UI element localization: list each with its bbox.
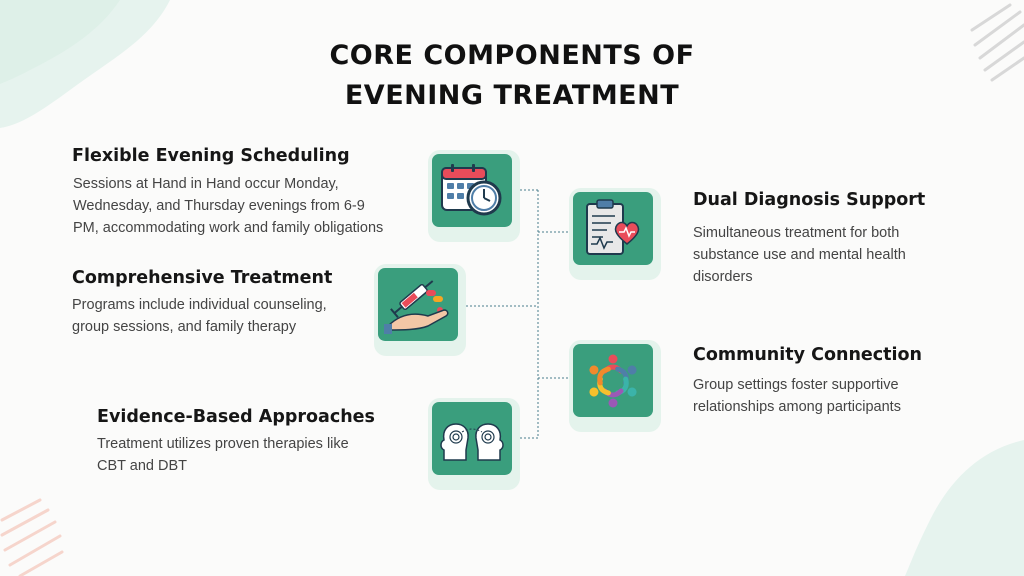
clipboard-heart-icon [586, 199, 640, 255]
page-title: CORE COMPONENTS OF EVENING TREATMENT [0, 36, 1024, 116]
desc-line: disorders [693, 269, 753, 285]
desc-line: Simultaneous treatment for both [693, 225, 900, 241]
desc-line: Sessions at Hand in Hand occur Monday, [73, 176, 339, 192]
title-line-2: EVENING TREATMENT [344, 80, 680, 111]
desc-line: Wednesday, and Thursday evenings from 6-… [73, 198, 365, 214]
desc-community-connection: Group settings foster supportive relatio… [693, 374, 901, 418]
calendar-clock-icon [441, 164, 502, 216]
syringe-pills-hand-icon [384, 280, 449, 334]
tile-heads [432, 402, 512, 475]
community-circle-icon [589, 354, 637, 408]
desc-line: group sessions, and family therapy [72, 319, 297, 335]
desc-flexible-scheduling: Sessions at Hand in Hand occur Monday, W… [73, 173, 383, 239]
desc-line: Treatment utilizes proven therapies like [97, 436, 349, 452]
tile-calendar [432, 154, 512, 227]
desc-line: substance use and mental health [693, 247, 906, 263]
tile-syringe [378, 268, 458, 341]
desc-evidence-based: Treatment utilizes proven therapies like… [97, 433, 349, 477]
tile-clipboard [573, 192, 653, 265]
desc-dual-diagnosis: Simultaneous treatment for both substanc… [693, 222, 906, 288]
desc-line: Programs include individual counseling, [72, 297, 327, 313]
heading-comprehensive-treatment: Comprehensive Treatment [72, 268, 333, 288]
heading-flexible-scheduling: Flexible Evening Scheduling [72, 146, 350, 166]
desc-line: CBT and DBT [97, 458, 187, 474]
title-line-1: CORE COMPONENTS OF [329, 40, 695, 71]
tile-community [573, 344, 653, 417]
heading-dual-diagnosis: Dual Diagnosis Support [693, 190, 926, 210]
heading-community-connection: Community Connection [693, 345, 922, 365]
heading-evidence-based: Evidence-Based Approaches [97, 407, 375, 427]
two-heads-therapy-icon [440, 423, 504, 461]
desc-line: PM, accommodating work and family obliga… [73, 220, 384, 236]
desc-line: Group settings foster supportive [693, 377, 899, 393]
desc-comprehensive-treatment: Programs include individual counseling, … [72, 294, 327, 338]
desc-line: relationships among participants [693, 399, 901, 415]
